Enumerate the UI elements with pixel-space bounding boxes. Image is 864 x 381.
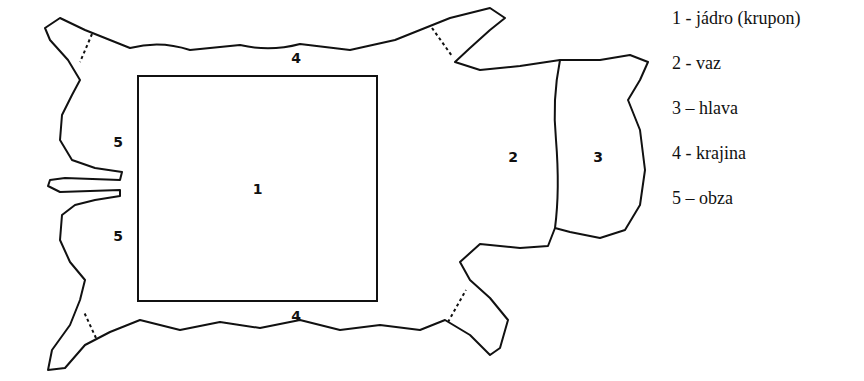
callout-number: 5	[113, 229, 123, 243]
region-rectangle: 1	[137, 75, 378, 302]
callout-number: 1	[253, 181, 263, 197]
key-entry: 5 – obza	[672, 188, 733, 210]
head-boundary	[555, 60, 560, 228]
key-entry: 1 - jádro (krupon)	[672, 8, 800, 30]
leg-cut-lines	[80, 28, 466, 338]
hide-outline	[45, 8, 648, 370]
key-entry: 4 - krajina	[672, 143, 746, 165]
callout-number: 4	[291, 51, 301, 65]
callout-number: 4	[291, 309, 301, 323]
key-entry: 3 – hlava	[672, 98, 738, 120]
key-entry: 2 - vaz	[672, 53, 721, 75]
callout-number: 5	[113, 135, 123, 149]
callout-number: 2	[508, 150, 518, 164]
callout-number: 3	[593, 150, 603, 164]
